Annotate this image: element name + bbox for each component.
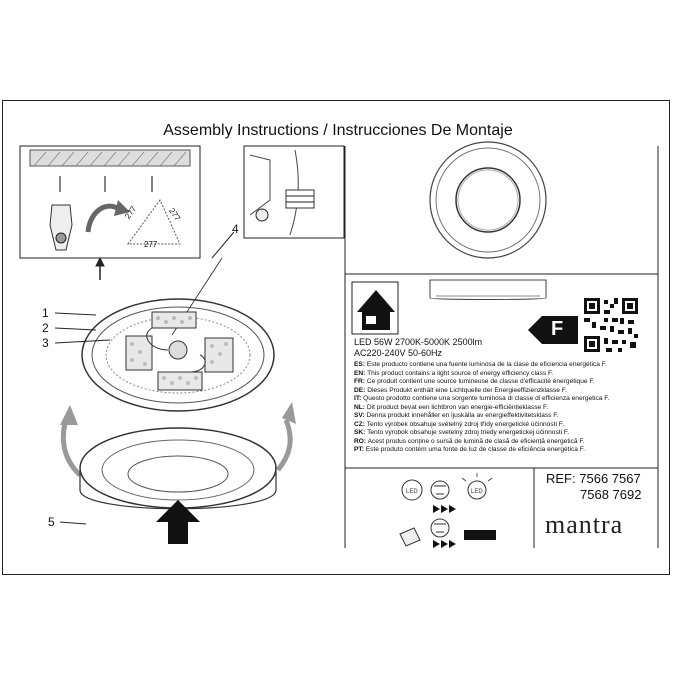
energy-statement-pt: PT: Este produto contém uma fonte de luz… <box>354 446 585 453</box>
spec-line-2: AC220-240V 50-60Hz <box>354 348 443 358</box>
reference-label: REF: 7566 7567 <box>546 471 641 486</box>
energy-statement-ro: RO: Acest produs conține o sursă de lumi… <box>354 437 585 445</box>
brand-logo: mantra <box>545 510 624 539</box>
energy-statement-nl: NL: Dit product bevat een lichtbron van … <box>354 403 549 411</box>
energy-statement-sk: SK: Tento výrobok obsahuje svetelný zdro… <box>354 429 570 436</box>
energy-statement-cz: CZ: Tento výrobek obsahuje světelný zdro… <box>354 420 564 428</box>
page-title: Assembly Instructions / Instrucciones De… <box>163 122 513 139</box>
dimension-label: 277 <box>144 240 158 249</box>
energy-statement-fr: FR: Ce produit contient une source lumin… <box>354 378 595 385</box>
svg-text:LED: LED <box>471 489 483 495</box>
document-frame <box>2 100 670 575</box>
energy-statement-de: DE: Dieses Produkt enthält eine Lichtque… <box>354 386 567 394</box>
reference-line-2: 7568 7692 <box>580 487 642 502</box>
energy-statement-en: EN: This product contains a light source… <box>354 369 554 377</box>
svg-text:LED: LED <box>406 489 418 495</box>
spec-line-1: LED 56W 2700K-5000K 2500lm <box>354 337 483 347</box>
energy-statement-sv: SV: Denna produkt innehåller en ljuskäll… <box>354 412 559 419</box>
callout-3: 3 <box>42 336 49 350</box>
energy-class-badge: F <box>551 318 564 340</box>
callout-4: 4 <box>232 222 239 236</box>
callout-5: 5 <box>48 515 55 529</box>
callout-2: 2 <box>42 321 49 335</box>
callout-1: 1 <box>42 306 49 320</box>
energy-statement-it: IT: Questo prodotto contiene una sorgent… <box>354 395 610 402</box>
energy-statement-es: ES: Este producto contiene una fuente lu… <box>354 361 607 368</box>
